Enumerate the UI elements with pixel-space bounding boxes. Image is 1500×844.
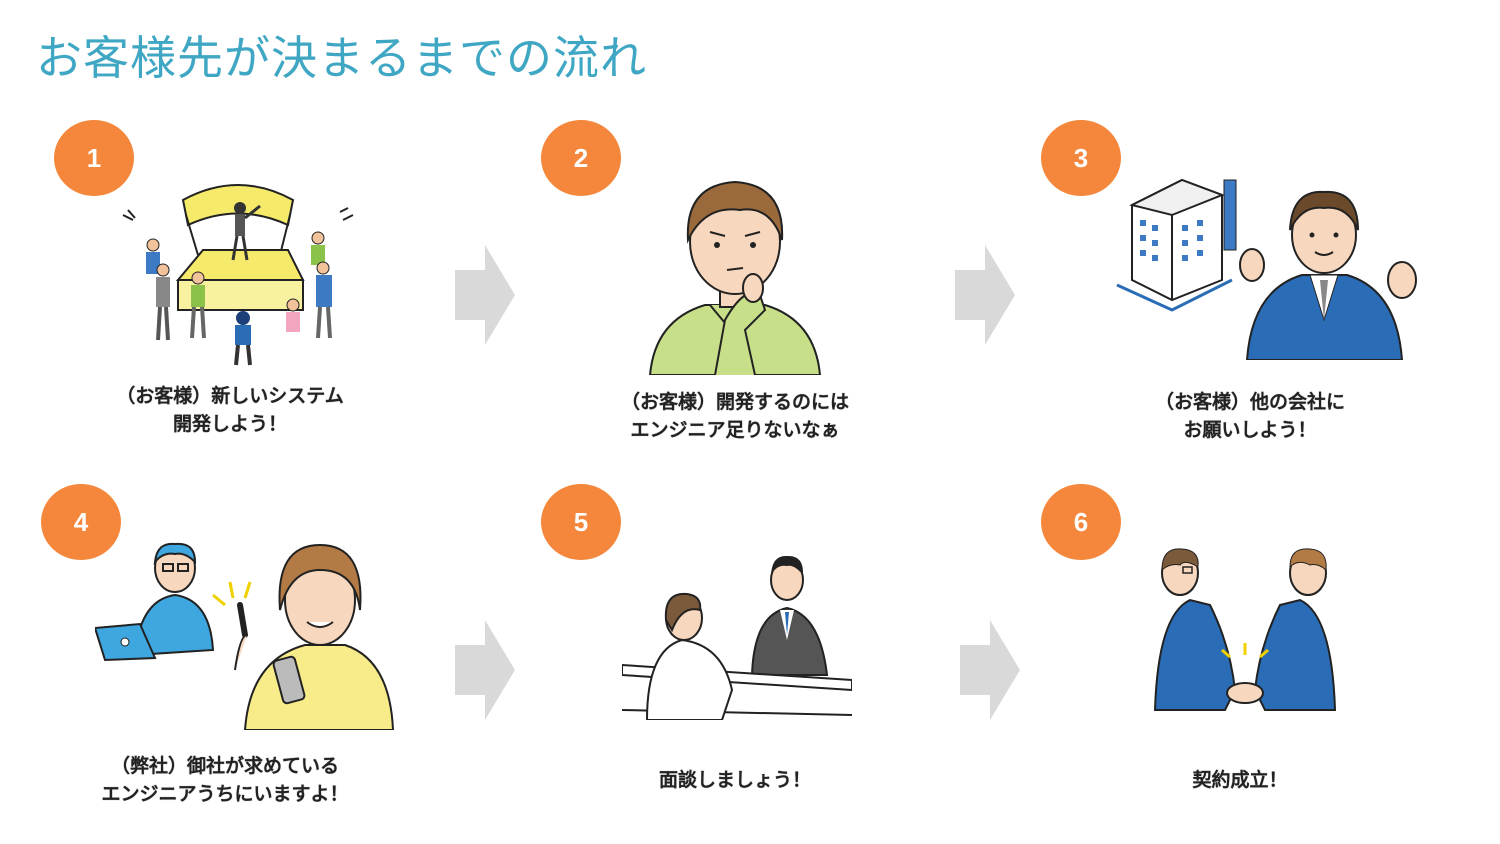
step-6-badge: 6	[1041, 484, 1121, 560]
interview-illustration	[622, 555, 852, 720]
step-5-caption-line1: 面談しましょう！	[658, 769, 811, 791]
page-title: お客様先が決まるまでの流れ	[36, 31, 647, 85]
step-3-caption-line2: お願いしよう！	[1183, 419, 1317, 441]
building-businessman-illustration	[1116, 178, 1417, 360]
step-6-caption: 契約成立！	[1090, 766, 1390, 794]
step-1-badge: 1	[54, 120, 134, 196]
step-2-caption: （お客様）開発するのには エンジニア足りないなぁ	[585, 388, 885, 444]
chevron-right-arrow-icon	[455, 245, 515, 345]
step-2-caption-line2: エンジニア足りないなぁ	[630, 419, 840, 441]
step-2-caption-line1: （お客様）開発するのには	[620, 391, 849, 413]
step-5-caption: 面談しましょう！	[585, 766, 885, 794]
step-3-badge: 3	[1041, 120, 1121, 196]
step-3-caption: （お客様）他の会社に お願いしよう！	[1100, 388, 1400, 444]
handshake-illustration	[1153, 548, 1337, 711]
step-4-caption-line1: （弊社）御社が求めている	[110, 755, 339, 777]
chevron-right-arrow-icon	[955, 245, 1015, 345]
step-1-caption-line1: （お客様）新しいシステム	[116, 385, 344, 407]
thinking-man-illustration	[648, 180, 822, 375]
step-1-caption-line2: 開発しよう！	[172, 413, 287, 435]
chevron-right-arrow-icon	[455, 620, 515, 720]
step-2-badge: 2	[541, 120, 621, 196]
step-4-caption-line2: エンジニアうちにいますよ！	[101, 783, 349, 805]
chevron-right-arrow-icon	[960, 620, 1020, 720]
step-5-badge: 5	[541, 484, 621, 560]
step-4-badge: 4	[41, 484, 121, 560]
step-6-caption-line1: 契約成立！	[1192, 769, 1288, 791]
step-3-caption-line1: （お客様）他の会社に	[1154, 391, 1345, 413]
step-4-caption: （弊社）御社が求めている エンジニアうちにいますよ！	[70, 752, 380, 808]
engineer-and-woman-illustration	[95, 542, 395, 730]
step-1-caption: （お客様）新しいシステム 開発しよう！	[80, 382, 380, 438]
stage-event-illustration	[122, 184, 354, 366]
